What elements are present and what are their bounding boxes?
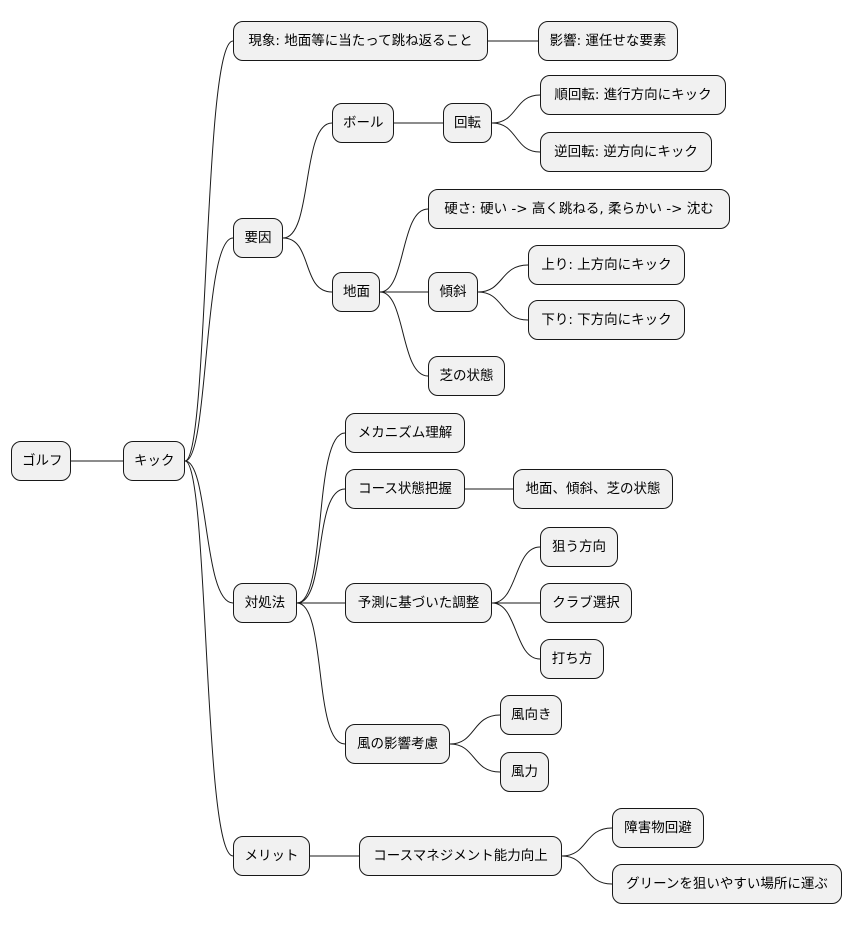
edge-kick-factors xyxy=(184,237,234,462)
edge-ground-hardness xyxy=(379,208,429,293)
edge-kick-phenomenon xyxy=(184,40,234,462)
node-wind-dir: 風向き xyxy=(500,695,562,735)
node-kick: キック xyxy=(123,441,185,481)
node-green: グリーンを狙いやすい場所に運ぶ xyxy=(612,864,842,904)
node-slope: 傾斜 xyxy=(428,272,478,312)
node-avoid: 障害物回避 xyxy=(612,808,704,848)
node-course-items: 地面、傾斜、芝の状態 xyxy=(513,469,673,509)
node-hardness: 硬さ: 硬い -> 高く跳ねる, 柔らかい -> 沈む xyxy=(428,189,730,229)
edge-adjust-strike xyxy=(491,602,541,660)
node-mechanism: メカニズム理解 xyxy=(345,413,465,453)
edge-factors-ball xyxy=(282,122,333,239)
node-spin: 回転 xyxy=(443,103,492,143)
node-aim: 狙う方向 xyxy=(540,527,618,567)
node-phenomenon: 現象: 地面等に当たって跳ね返ること xyxy=(233,21,488,61)
node-ball: ボール xyxy=(332,103,394,143)
edge-wind-power xyxy=(449,743,501,773)
edge-management-avoid xyxy=(561,827,613,857)
node-factors: 要因 xyxy=(233,218,283,258)
edge-management-green xyxy=(561,855,613,885)
edge-adjust-aim xyxy=(491,546,541,604)
edge-ground-turf xyxy=(379,291,429,377)
node-adjust: 予測に基づいた調整 xyxy=(345,583,492,623)
node-uphill: 上り: 上方向にキック xyxy=(528,245,685,285)
node-merit: メリット xyxy=(233,836,310,876)
edge-kick-merit xyxy=(184,460,234,857)
edge-factors-ground xyxy=(282,237,333,293)
node-turf: 芝の状態 xyxy=(428,356,505,396)
node-ground: 地面 xyxy=(332,272,380,312)
edge-counter-course xyxy=(296,488,346,604)
edge-wind-dir xyxy=(449,714,501,745)
edge-counter-mechanism xyxy=(296,432,346,604)
node-strike: 打ち方 xyxy=(540,639,604,679)
node-wind: 風の影響考慮 xyxy=(345,724,450,764)
node-wind-power: 風力 xyxy=(500,752,549,792)
node-backspin: 逆回転: 逆方向にキック xyxy=(540,132,712,172)
node-management: コースマネジメント能力向上 xyxy=(359,836,562,876)
node-downhill: 下り: 下方向にキック xyxy=(528,300,685,340)
edge-spin-backspin xyxy=(491,122,541,153)
edge-kick-countermeasures xyxy=(184,460,234,604)
node-course-grasp: コース状態把握 xyxy=(345,469,465,509)
edge-counter-wind xyxy=(296,602,346,745)
edge-slope-downhill xyxy=(477,291,529,321)
edge-slope-uphill xyxy=(477,264,529,293)
node-influence: 影響: 運任せな要素 xyxy=(538,21,678,61)
node-club: クラブ選択 xyxy=(540,583,632,623)
node-topspin: 順回転: 進行方向にキック xyxy=(540,75,726,115)
edge-spin-topspin xyxy=(491,94,541,124)
node-golf: ゴルフ xyxy=(11,441,71,481)
node-countermeasures: 対処法 xyxy=(233,583,297,623)
